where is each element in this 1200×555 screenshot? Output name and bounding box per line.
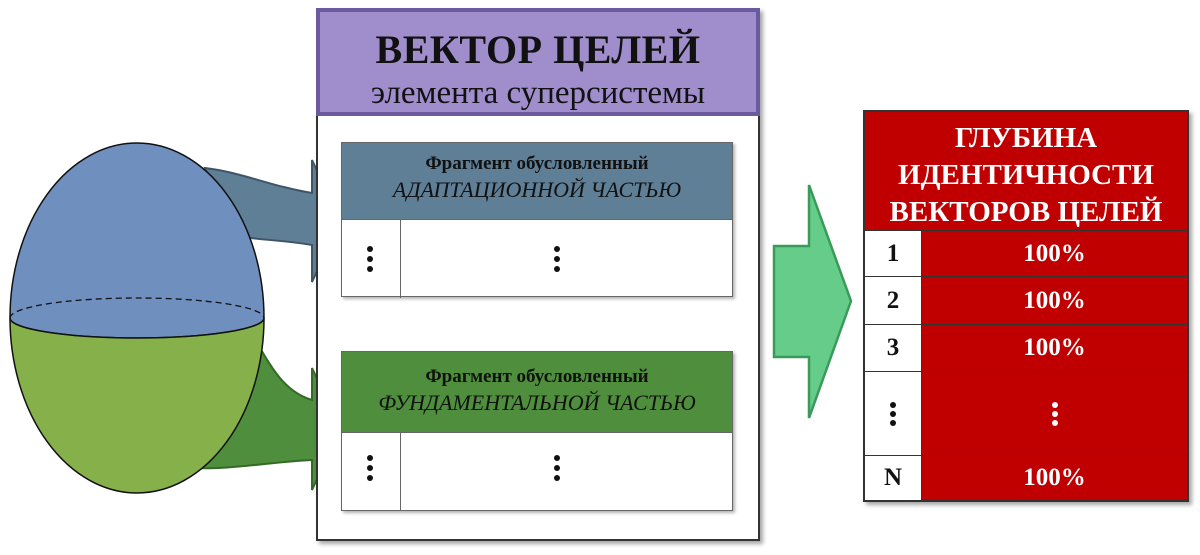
table-row: 3 100% <box>865 325 1187 372</box>
fundamental-fragment-index-cell <box>342 433 401 511</box>
fundamental-fragment-row <box>342 432 732 511</box>
identity-depth-header: ГЛУБИНА ИДЕНТИЧНОСТИ ВЕКТОРОВ ЦЕЛЕЙ <box>865 112 1187 231</box>
vertical-ellipsis-icon <box>367 246 373 272</box>
vertical-ellipsis-icon <box>554 246 560 272</box>
row-value: 100% <box>922 231 1187 276</box>
table-row: 2 100% <box>865 277 1187 325</box>
table-row-ellipsis <box>865 372 1187 456</box>
vertical-ellipsis-icon <box>890 401 896 426</box>
vertical-ellipsis-icon <box>367 455 373 481</box>
adaptive-fragment: Фрагмент обусловленный АДАПТАЦИОННОЙ ЧАС… <box>341 142 733 298</box>
row-value: 100% <box>922 277 1187 324</box>
goal-vector-title: ВЕКТОР ЦЕЛЕЙ <box>375 27 701 72</box>
fundamental-arrow <box>188 327 343 491</box>
adaptive-fragment-row <box>342 219 732 298</box>
identity-depth-header-line: ИДЕНТИЧНОСТИ <box>898 159 1154 191</box>
row-number: N <box>865 456 922 500</box>
fundamental-fragment-line1: Фрагмент обусловленный <box>425 366 649 387</box>
fundamental-fragment-header: Фрагмент обусловленный ФУНДАМЕНТАЛЬНОЙ Ч… <box>342 352 732 432</box>
row-value-ellipsis <box>922 372 1187 455</box>
row-number-ellipsis <box>865 372 922 455</box>
vertical-ellipsis-icon <box>554 455 560 481</box>
row-number: 3 <box>865 325 922 371</box>
adaptive-fragment-header: Фрагмент обусловленный АДАПТАЦИОННОЙ ЧАС… <box>342 143 732 219</box>
identity-depth-header-line: ГЛУБИНА <box>954 122 1098 154</box>
sphere <box>9 142 265 494</box>
adaptive-fragment-index-cell <box>342 220 401 298</box>
sphere-bottom <box>9 317 265 494</box>
table-row: N 100% <box>865 456 1187 500</box>
table-row: 1 100% <box>865 231 1187 277</box>
vertical-ellipsis-icon <box>1051 401 1058 426</box>
row-number: 1 <box>865 231 922 276</box>
row-number: 2 <box>865 277 922 324</box>
result-arrow <box>772 184 853 419</box>
goal-vector-header: ВЕКТОР ЦЕЛЕЙ элемента суперсистемы <box>316 8 760 116</box>
fundamental-fragment-line2: ФУНДАМЕНТАЛЬНОЙ ЧАСТЬЮ <box>378 390 696 415</box>
goal-vector-subtitle: элемента суперсистемы <box>370 75 706 111</box>
row-value: 100% <box>922 325 1187 371</box>
adaptive-fragment-line1: Фрагмент обусловленный <box>425 153 649 174</box>
fundamental-fragment: Фрагмент обусловленный ФУНДАМЕНТАЛЬНОЙ Ч… <box>341 351 733 511</box>
row-value: 100% <box>922 456 1187 500</box>
sphere-equator-back <box>9 297 265 319</box>
identity-depth-table: ГЛУБИНА ИДЕНТИЧНОСТИ ВЕКТОРОВ ЦЕЛЕЙ 1 10… <box>863 110 1189 502</box>
identity-depth-header-line: ВЕКТОРОВ ЦЕЛЕЙ <box>889 196 1163 228</box>
adaptive-fragment-line2: АДАПТАЦИОННОЙ ЧАСТЬЮ <box>392 177 682 202</box>
